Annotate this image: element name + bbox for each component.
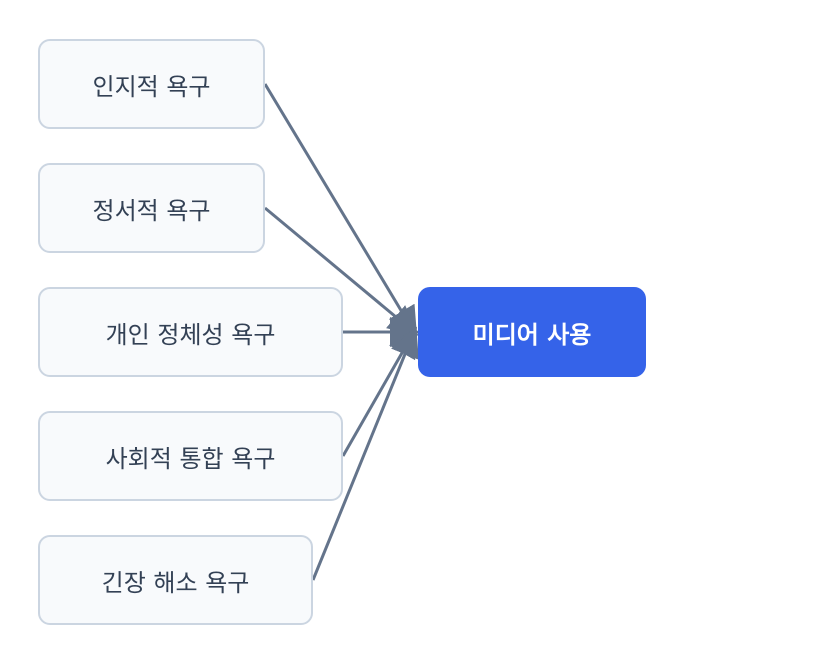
edge-tension-to-media xyxy=(311,326,419,581)
edge-affective-to-media xyxy=(264,206,419,336)
node-affective-needs: 정서적 욕구 xyxy=(38,163,265,253)
node-label: 정서적 욕구 xyxy=(92,196,211,225)
node-media-use: 미디어 사용 xyxy=(418,287,646,377)
node-social-integration-needs: 사회적 통합 욕구 xyxy=(38,411,343,501)
node-tension-release-needs: 긴장 해소 욕구 xyxy=(38,535,313,625)
node-label: 사회적 통합 욕구 xyxy=(105,444,276,473)
edge-cognitive-to-media xyxy=(263,83,418,338)
node-label: 긴장 해소 욕구 xyxy=(101,568,250,597)
edge-social-to-media xyxy=(341,326,417,457)
node-label: 개인 정체성 욕구 xyxy=(105,320,276,349)
node-label: 인지적 욕구 xyxy=(92,72,211,101)
node-label: 미디어 사용 xyxy=(472,320,592,349)
node-personal-identity-needs: 개인 정체성 욕구 xyxy=(38,287,343,377)
node-cognitive-needs: 인지적 욕구 xyxy=(38,39,265,129)
